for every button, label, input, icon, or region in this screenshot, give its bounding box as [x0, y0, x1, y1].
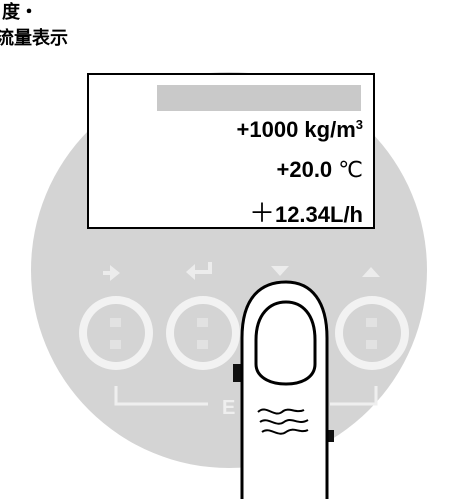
triangle-up-icon: [362, 267, 380, 277]
flow-reading: ＋12.34L/h: [249, 193, 363, 230]
chevron-right-icon: [103, 265, 120, 281]
temperature-reading: +20.0 ℃: [277, 157, 364, 183]
dark-mark-left: [233, 364, 241, 382]
button-up[interactable]: [335, 296, 409, 370]
density-superscript: 3: [355, 117, 363, 132]
button-bracket: [114, 386, 378, 406]
dark-mark-right: [326, 430, 334, 442]
flow-sign: ＋: [248, 198, 275, 228]
finger-icon: [240, 280, 329, 499]
lcd-display: +1000 kg/m3 +20.0 ℃ ＋12.34L/h: [87, 73, 375, 229]
density-reading: +1000 kg/m3: [237, 117, 363, 143]
button-enter[interactable]: [166, 296, 240, 370]
caption-line-1: 度・: [2, 2, 38, 23]
button-right[interactable]: [79, 296, 153, 370]
bracket-label: E: [222, 397, 235, 419]
display-status-bar: [157, 85, 361, 111]
flow-value: 12.34L/h: [274, 202, 363, 227]
density-value: +1000 kg/m: [236, 117, 356, 142]
temperature-value: +20.0: [276, 157, 339, 182]
temperature-unit: ℃: [338, 158, 363, 183]
caption: 度・ 流量表示: [0, 0, 68, 52]
enter-icon: [186, 262, 212, 280]
triangle-down-icon: [271, 266, 289, 276]
caption-line-2: 流量表示: [0, 28, 68, 49]
